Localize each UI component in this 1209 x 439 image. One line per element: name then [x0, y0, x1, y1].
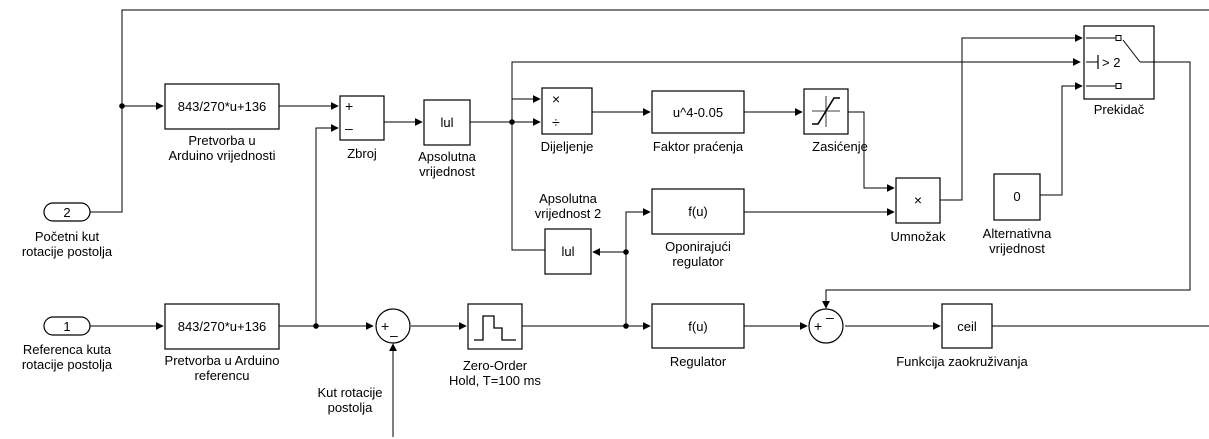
apsolutna-vrijednost-2-block[interactable]: lul: [544, 228, 592, 275]
signal-label: Kut rotacije: [317, 385, 382, 400]
saturation-icon: [812, 96, 840, 127]
block-label: Umnožak: [891, 229, 946, 244]
block-label: regulator: [672, 254, 724, 269]
inport-number: 2: [63, 205, 70, 220]
svg-text:×: ×: [552, 91, 560, 107]
svg-text:f(u): f(u): [688, 319, 708, 334]
svg-text:–: –: [390, 327, 398, 343]
svg-text:lul: lul: [561, 244, 574, 259]
inport-1[interactable]: 1: [43, 316, 91, 336]
switch-icon: [1086, 35, 1154, 89]
inport-number: 1: [63, 319, 70, 334]
ceil-block[interactable]: ceil: [941, 303, 993, 349]
block-label: Arduino vrijednosti: [169, 148, 276, 163]
inport-label: rotacije postolja: [22, 357, 113, 372]
svg-text:843/270*u+136: 843/270*u+136: [178, 99, 267, 114]
dijeljenje-block[interactable]: × ÷: [541, 87, 593, 135]
oponirajuci-regulator-block[interactable]: f(u): [651, 188, 745, 235]
svg-text:843/270*u+136: 843/270*u+136: [178, 319, 267, 334]
block-label: Oponirajući: [665, 239, 731, 254]
block-label: Apsolutna: [418, 149, 477, 164]
block-label: Faktor praćenja: [653, 139, 744, 154]
block-label: Prekidač: [1094, 102, 1145, 117]
inport-2[interactable]: 2: [43, 202, 91, 222]
sum-2-block[interactable]: + –: [808, 308, 844, 344]
svg-text:lul: lul: [440, 115, 453, 130]
block-label: Pretvorba u: [188, 133, 255, 148]
block-label: vrijednost: [989, 241, 1045, 256]
block-label: Zbroj: [347, 146, 377, 161]
block-label: Regulator: [670, 354, 727, 369]
zoh-staircase-icon: [474, 315, 516, 341]
pretvorba-referencu-block[interactable]: 843/270*u+136: [164, 303, 280, 350]
block-label: referencu: [195, 368, 250, 383]
block-label: Zero-Order: [463, 358, 528, 373]
umnozak-block[interactable]: ×: [895, 177, 941, 224]
svg-text:÷: ÷: [552, 114, 560, 130]
apsolutna-vrijednost-block[interactable]: lul: [423, 99, 471, 146]
block-label: Hold, T=100 ms: [449, 373, 541, 388]
svg-text:–: –: [345, 120, 353, 136]
svg-text:0: 0: [1013, 189, 1020, 204]
signal-lines: [90, 9, 1209, 437]
prekidac-switch-block[interactable]: > 2: [1083, 25, 1155, 100]
branch-dot: [119, 103, 125, 109]
block-label: Pretvorba u Arduino: [165, 353, 280, 368]
wire-in2-top[interactable]: [90, 9, 1209, 213]
inport-label: Referenca kuta: [23, 342, 112, 357]
regulator-block[interactable]: f(u): [651, 303, 745, 349]
svg-text:> 2: > 2: [1102, 55, 1120, 70]
wire-switch-sum2[interactable]: [822, 61, 1191, 309]
wire-zoh-oponirajuci[interactable]: [625, 208, 651, 326]
wire-zasicenje-umnozak[interactable]: [848, 111, 895, 192]
block-label: Dijeljenje: [541, 139, 594, 154]
inport-label: Početni kut: [35, 229, 100, 244]
block-label: vrijednost 2: [535, 206, 601, 221]
svg-text:f(u): f(u): [688, 204, 708, 219]
wire-pretvorba-zbroj-minus[interactable]: [315, 124, 339, 326]
block-label: Apsolutna: [539, 191, 598, 206]
branch-dot: [623, 323, 629, 329]
block-label: Zasićenje: [812, 139, 868, 154]
branch-dot: [623, 249, 629, 255]
svg-text:u^4-0.05: u^4-0.05: [673, 105, 723, 120]
block-label: Alternativna: [983, 226, 1052, 241]
svg-text:×: ×: [914, 192, 922, 208]
pretvorba-vrijednosti-block[interactable]: 843/270*u+136: [164, 83, 280, 130]
svg-text:+: +: [345, 98, 353, 114]
wire-abs2-switch-control[interactable]: [511, 58, 1081, 251]
svg-text:+: +: [814, 318, 822, 334]
wire-alternativna-switch[interactable]: [1040, 82, 1083, 196]
block-label: vrijednost: [419, 164, 475, 179]
zbroj-block[interactable]: + –: [339, 95, 385, 141]
signal-label: postolja: [328, 400, 374, 415]
wire-umnozak-switch[interactable]: [940, 34, 1083, 201]
sum-1-block[interactable]: + –: [375, 308, 411, 344]
wire-abs-dijeljenje-mul[interactable]: [511, 95, 541, 122]
branch-dot: [313, 323, 319, 329]
svg-text:ceil: ceil: [957, 319, 977, 334]
svg-text:+: +: [381, 318, 389, 334]
faktor-pracenja-block[interactable]: u^4-0.05: [651, 90, 745, 134]
block-label: Funkcija zaokruživanja: [896, 354, 1028, 369]
alternativna-vrijednost-block[interactable]: 0: [993, 173, 1041, 221]
inport-label: rotacije postolja: [22, 244, 113, 259]
zero-order-hold-block[interactable]: [467, 303, 523, 350]
svg-text:–: –: [826, 309, 834, 325]
zasicenje-block[interactable]: [803, 88, 849, 135]
